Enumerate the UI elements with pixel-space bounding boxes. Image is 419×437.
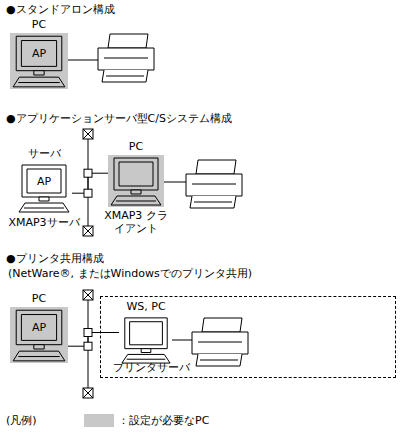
pc-node: サーバAPXMAP3サーバ xyxy=(16,162,72,214)
monitor-stand xyxy=(141,349,151,353)
printer-icon xyxy=(98,34,154,82)
monitor-screen xyxy=(21,315,56,341)
connector-line xyxy=(68,333,119,347)
monitor-frame xyxy=(22,165,66,197)
monitor-stand xyxy=(131,190,141,194)
network-connector xyxy=(68,329,119,351)
node-label: PC xyxy=(0,18,98,31)
keyboard xyxy=(122,354,170,363)
monitor-frame xyxy=(114,158,158,190)
monitor-frame xyxy=(16,36,62,70)
pc-node: PCXMAP3 クライアント xyxy=(108,155,164,207)
keyboard-keys xyxy=(24,208,64,209)
node-label: XMAP3 クライアント xyxy=(99,209,173,235)
section-title: ●アプリケーションサーバ型C/Sシステム構成 xyxy=(6,112,232,125)
node-label: XMAP3サーバ xyxy=(0,216,90,229)
printer-icon xyxy=(192,318,248,366)
keyboard-keys xyxy=(18,82,59,83)
printer-icon xyxy=(186,160,242,208)
monitor-stand xyxy=(34,71,44,75)
node-label: PC xyxy=(0,292,98,305)
bus-tap xyxy=(84,329,92,337)
printer-cable xyxy=(68,60,98,61)
keyboard-keys xyxy=(127,359,166,360)
monitor-screen xyxy=(21,41,56,67)
printer-cable xyxy=(164,182,186,183)
screen-text: AP xyxy=(27,169,61,193)
keyboard-keys xyxy=(116,201,156,202)
monitor-screen xyxy=(119,162,153,186)
keyboard-keys xyxy=(18,356,59,357)
monitor-frame xyxy=(125,318,167,349)
pc-icon xyxy=(10,307,68,363)
keyboard xyxy=(13,351,65,361)
monitor-screen xyxy=(27,169,61,193)
pc-icon xyxy=(16,162,72,214)
bus-tap xyxy=(84,342,92,350)
legend-text: ：設定が必要なPC xyxy=(118,414,209,427)
monitor-screen xyxy=(130,322,163,345)
terminator-symbol xyxy=(83,388,93,398)
setting-highlight xyxy=(10,33,68,89)
printer-cable xyxy=(172,340,192,341)
connector-line xyxy=(72,173,108,193)
bus-tap xyxy=(84,189,92,197)
setting-highlight xyxy=(10,307,68,363)
terminator-symbol xyxy=(83,226,93,236)
pc-icon xyxy=(119,315,173,365)
monitor-frame xyxy=(16,310,62,344)
screen-text: AP xyxy=(22,315,57,341)
section-title: ●スタンドアロン構成 xyxy=(6,3,115,16)
keyboard xyxy=(111,196,161,205)
printer-server-group: プリンタサーバWS, PC xyxy=(100,296,396,378)
subtitle: (NetWare®, またはWindowsでのプリンタ共用) xyxy=(8,267,252,280)
node-label: PC xyxy=(78,140,194,153)
setting-highlight xyxy=(108,155,164,207)
section-title: ●プリンタ共用構成 xyxy=(6,252,104,265)
lan-bus xyxy=(88,139,89,226)
keyboard xyxy=(13,77,65,87)
pc-node: PCAP xyxy=(10,33,68,89)
node-label: WS, PC xyxy=(89,300,203,313)
screen-text: AP xyxy=(22,41,57,67)
terminator-symbol xyxy=(83,129,93,139)
bus-tap xyxy=(84,169,92,177)
pc-icon xyxy=(10,33,68,89)
keyboard xyxy=(19,203,69,212)
network-connector xyxy=(72,169,108,197)
node-label: サーバ xyxy=(0,147,102,160)
legend-title: (凡例) xyxy=(6,414,37,427)
terminator-symbol xyxy=(83,290,93,300)
pc-node: PCAP xyxy=(10,307,68,363)
lan-bus xyxy=(88,300,89,388)
legend-swatch xyxy=(84,414,114,427)
monitor-stand xyxy=(34,345,44,349)
pc-node: WS, PC xyxy=(119,315,173,365)
monitor-stand xyxy=(39,197,49,201)
pc-icon xyxy=(108,155,164,207)
